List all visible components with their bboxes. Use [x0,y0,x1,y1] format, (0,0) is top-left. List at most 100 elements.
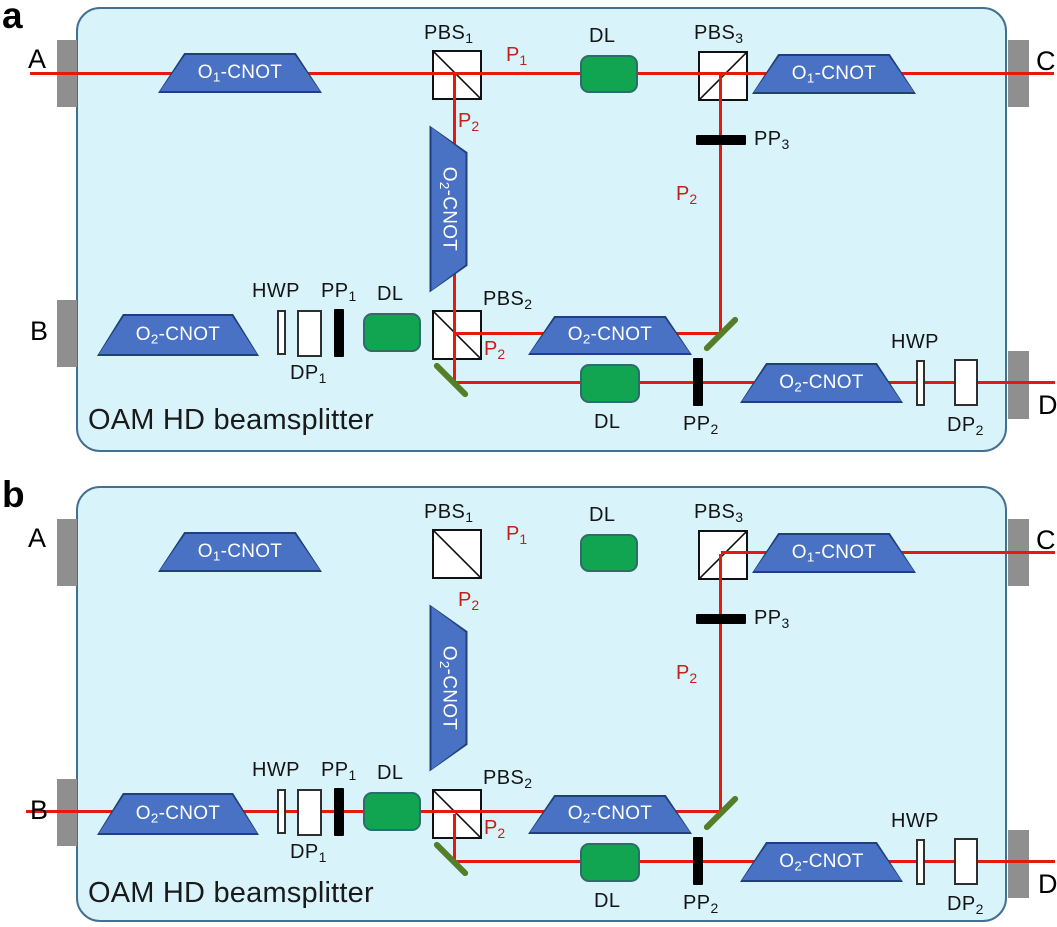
gate-body [160,534,320,570]
port-d [1008,351,1029,419]
pbs1-cube [432,50,482,100]
gate-body [530,318,690,353]
pbs3-diagonal [700,532,746,578]
panel-a-letter: a [2,0,23,36]
o2-cnot-gate-d: O2-CNOT [740,363,903,403]
o2-cnot-gate-mid: O2-CNOT [528,795,692,834]
gate-body [99,795,257,833]
delay-line-top [580,534,638,572]
o2-cnot-label: O2-CNOT [567,803,653,826]
hwp-d-plate [916,839,925,885]
dp2-plate [954,359,978,406]
pbs2-cube [432,789,482,839]
dl-d-label: DL [594,411,621,433]
port-d-label: D [1038,390,1057,420]
pp1-label: PP1 [321,280,357,304]
pbs1-diagonal [434,531,480,577]
o2-cnot-label: O2-CNOT [437,166,460,252]
gate-body [99,316,257,354]
port-a-label: A [28,523,47,553]
dl-top-label: DL [589,25,616,47]
dp2-plate [954,838,978,885]
dp2-label: DP2 [947,414,984,438]
o1-cnot-gate-c: O1-CNOT [752,54,916,94]
pbs1-label: PBS1 [424,22,474,46]
gate-body [754,535,914,571]
dp2-label: DP2 [947,893,984,917]
o2-cnot-label: O2-CNOT [135,802,221,826]
o1-cnot-label: O1-CNOT [791,541,877,565]
port-d [1008,830,1029,898]
p2-label-pbs2: P2 [484,817,506,841]
pp3-plate [696,135,746,145]
hwp-d-label: HWP [891,810,939,832]
pp2-label: PP2 [683,413,719,437]
beam-a-to-c [30,72,1054,75]
pbs2-label: PBS2 [483,767,533,791]
port-b-label: B [30,795,49,825]
o1-cnot-label: O1-CNOT [791,62,877,86]
hwp-b-label: HWP [252,280,300,302]
o1-cnot-label: O1-CNOT [197,540,283,564]
o1-cnot-label: O1-CNOT [197,61,283,85]
port-c-label: C [1036,46,1056,76]
pp3-label: PP3 [754,128,790,152]
delay-line-d [580,364,640,403]
pbs3-label: PBS3 [694,501,744,525]
gate-body [160,55,320,91]
o2-cnot-gate-b: O2-CNOT [97,314,259,356]
hwp-b-plate [277,310,286,355]
o1-cnot-gate-a: O1-CNOT [158,53,322,93]
gate-body [742,365,901,401]
p2-label-pbs1: P2 [458,589,480,613]
box-caption: OAM HD beamsplitter [88,404,374,436]
gate-body [742,844,901,880]
hwp-d-plate [916,360,925,406]
o1-cnot-gate-a: O1-CNOT [158,532,322,572]
o2-cnot-label: O2-CNOT [779,371,864,395]
o2-cnot-gate-b: O2-CNOT [97,793,259,835]
o1-cnot-gate-c: O1-CNOT [752,533,916,573]
beam-mirror-to-pbs3 [719,75,722,336]
beam-pbs2-down [453,335,456,383]
port-a-label: A [28,44,47,74]
panel-b-letter: b [2,474,25,515]
box-caption: OAM HD beamsplitter [88,877,374,909]
o2-cnot-gate-mid: O2-CNOT [528,316,692,355]
pbs2-diagonal [434,312,480,358]
gate-body [754,56,914,92]
port-d-label: D [1038,869,1057,899]
port-b [57,300,77,367]
pp3-label: PP3 [754,607,790,631]
hwp-d-label: HWP [891,331,939,353]
p1-label: P1 [506,44,528,68]
delay-line-d [580,843,640,882]
dp1-plate [297,310,322,357]
pbs1-label: PBS1 [424,501,474,525]
delay-line-top [580,55,638,93]
hwp-b-plate [277,789,286,834]
pbs3-label: PBS3 [694,22,744,46]
pp3-plate [696,614,746,624]
pp2-plate [693,837,703,885]
beam-mirror-to-pbs3 [719,554,722,815]
panel-a: a A B C D PBS1 PBS2 PBS3 O1-CNOT O1-CNOT… [2,0,1057,452]
p2-label-pp3: P2 [676,183,698,207]
dl-b-label: DL [377,762,404,784]
pbs2-label: PBS2 [483,288,533,312]
gate-body [530,797,690,832]
pbs3-diagonal [700,53,746,99]
pp1-plate [334,309,344,357]
beam-pbs2-down [453,814,456,862]
pp1-plate [334,788,344,836]
pbs1-cube [432,529,482,579]
port-b-label: B [30,316,49,346]
p1-label: P1 [506,523,528,547]
pp2-plate [693,358,703,406]
o2-cnot-gate-d: O2-CNOT [740,842,903,882]
o2-cnot-label: O2-CNOT [437,645,460,731]
dp1-label: DP1 [290,841,327,865]
dl-b-label: DL [377,283,404,305]
pbs2-diagonal [434,791,480,837]
